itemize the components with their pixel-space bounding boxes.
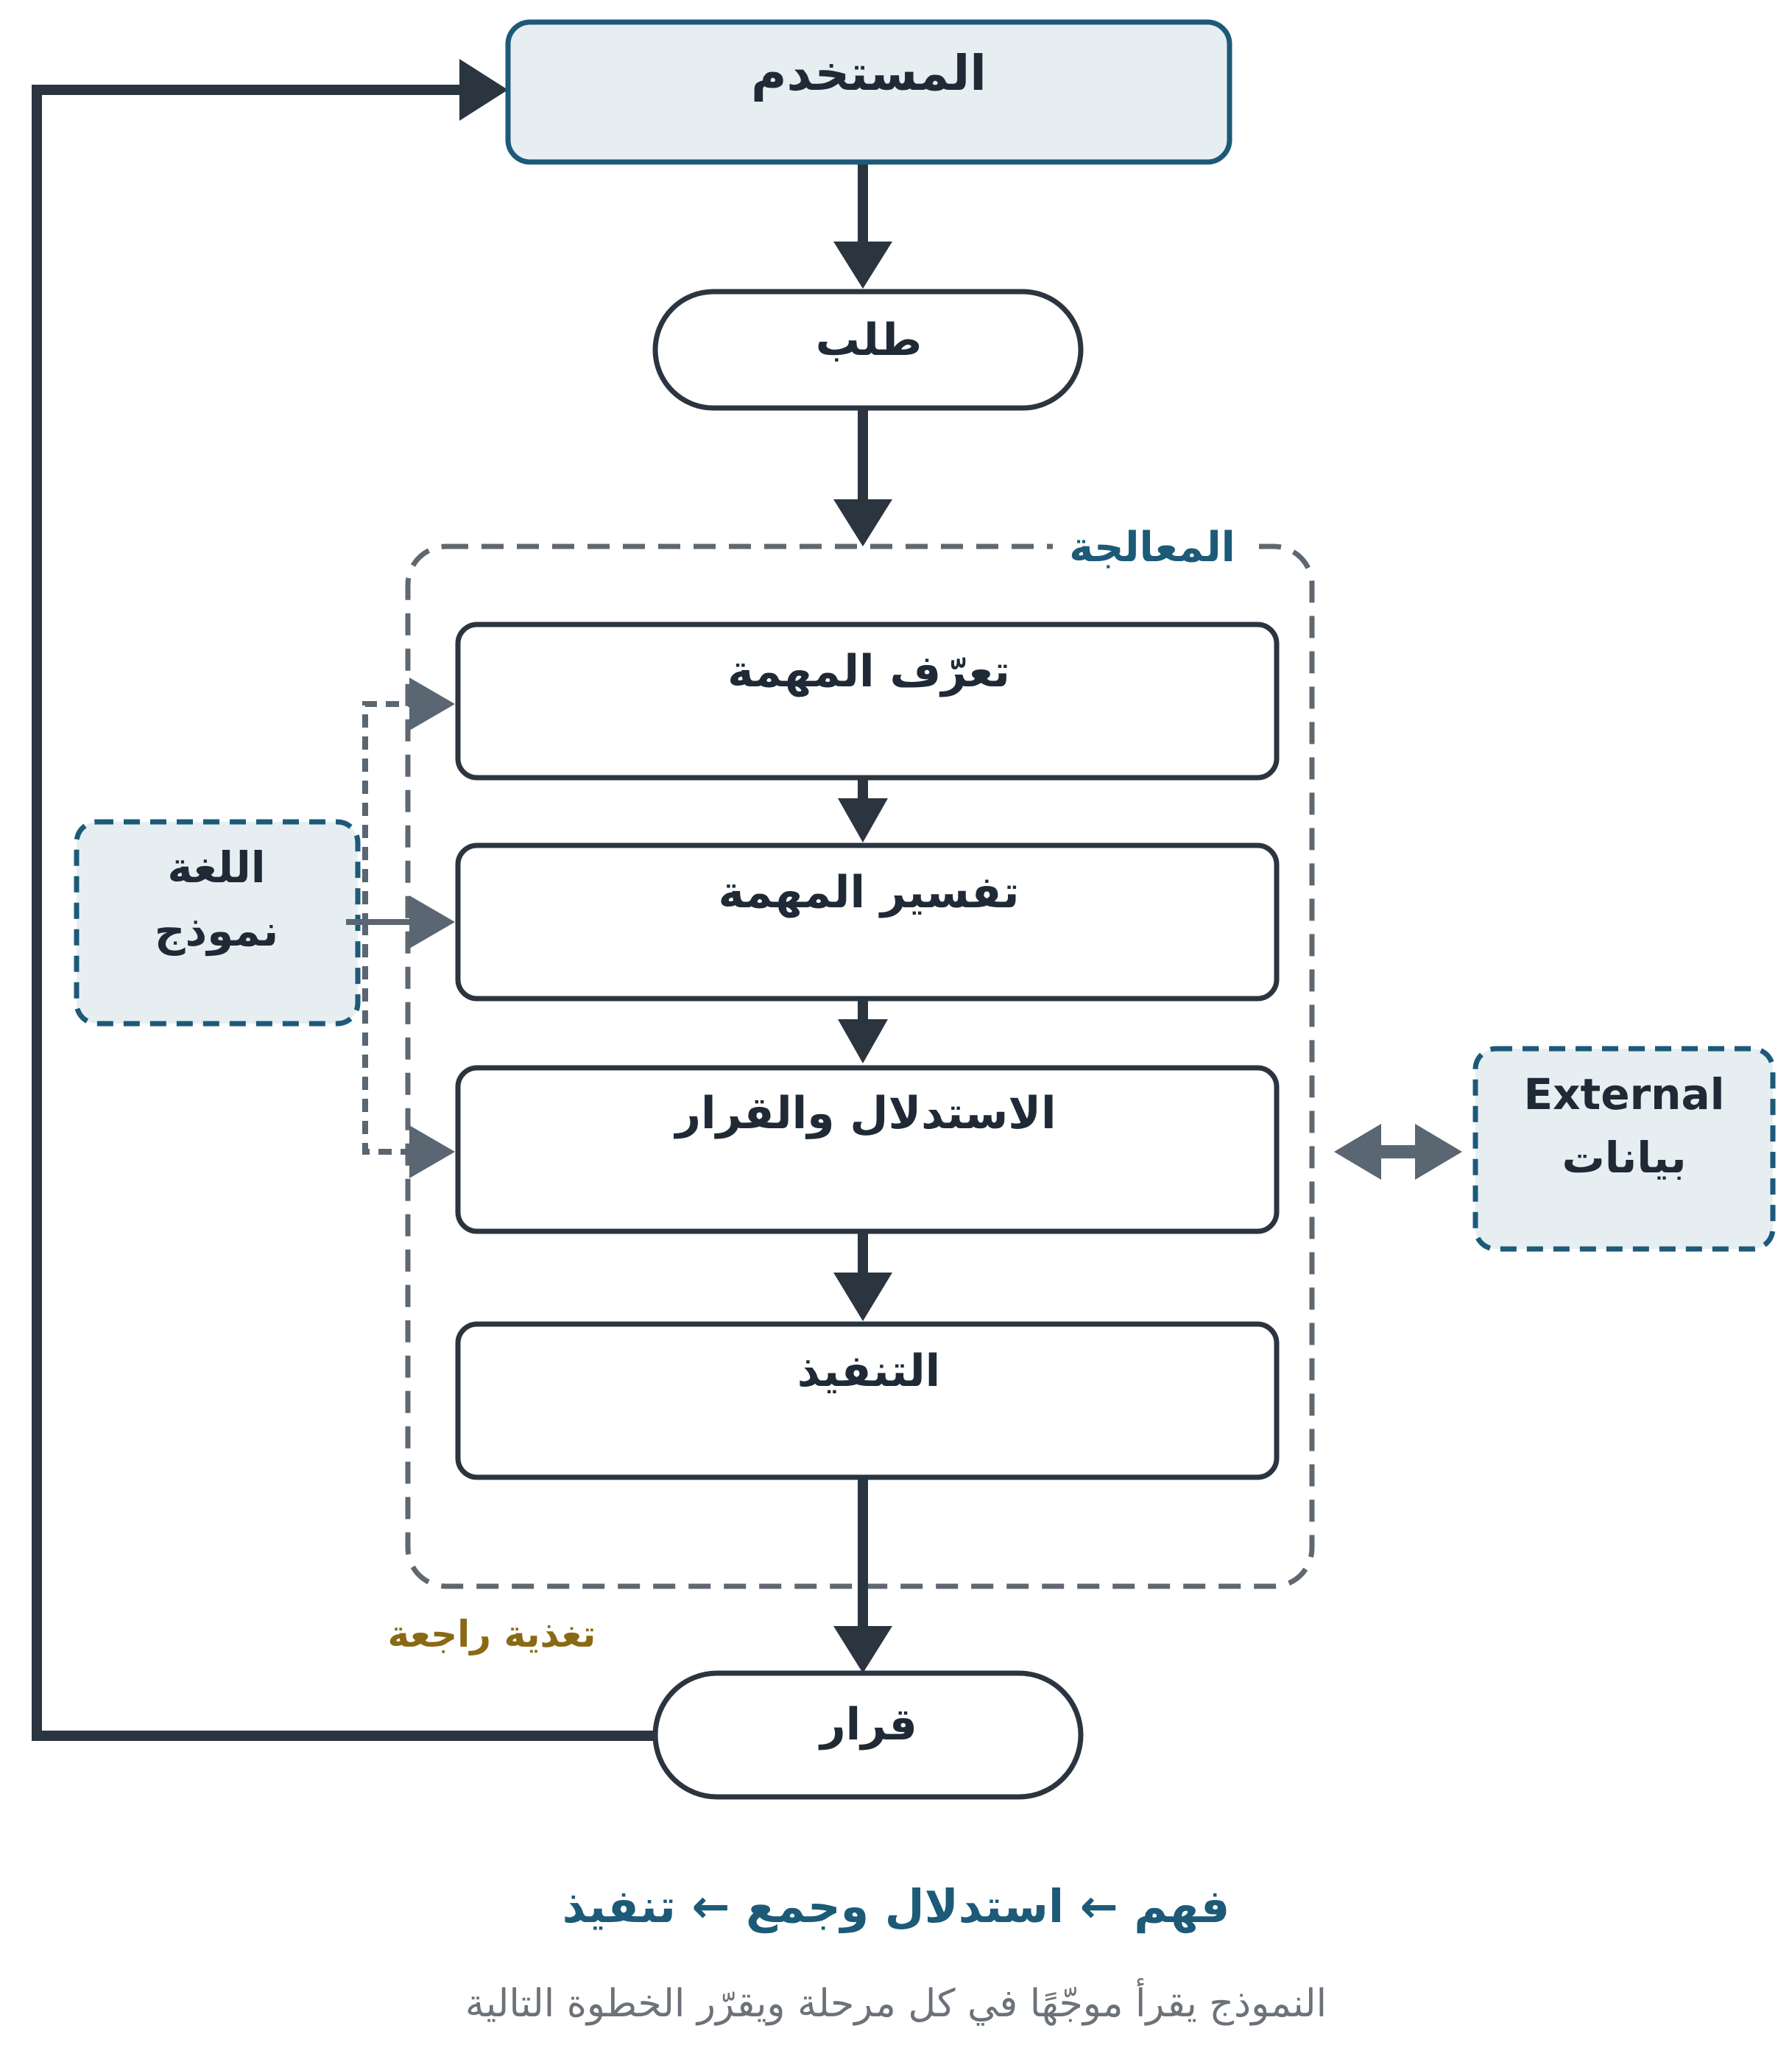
arrow-lm-to-reasoning [409, 1125, 455, 1178]
reasoning-decision-node: الاستدلال والقرار [455, 1065, 1280, 1234]
execution-label: التنفيذ [797, 1345, 940, 1397]
arrow-request-to-processing [833, 409, 892, 546]
external-data-line1: External [1523, 1069, 1724, 1119]
task-interpretation-node: تفسير المهمة [455, 842, 1280, 1002]
task-recognition-label: تعرّف المهمة [727, 646, 1010, 697]
arrow-recognition-to-interpretation [838, 779, 888, 842]
external-data-line2: بيانات [1562, 1133, 1686, 1183]
language-model-connectors [346, 701, 414, 1155]
arrow-interpretation-to-reasoning [838, 1000, 888, 1063]
user-label: المستخدم [751, 45, 987, 102]
language-model-line1: اللغة [167, 842, 265, 893]
diagram-subcaption: النموذج يقرأ موجّهًا في كل مرحلة ويقرّر … [465, 1978, 1327, 2026]
task-recognition-node: تعرّف المهمة [455, 622, 1280, 781]
decision-label: قرار [818, 1699, 917, 1750]
execution-node: التنفيذ [455, 1321, 1280, 1480]
feedback-loop-arrow [32, 59, 655, 1741]
processing-group-label: المعالجة [1069, 524, 1235, 571]
feedback-label: تغذية راجعة [388, 1613, 596, 1655]
diagram-caption: فهم ← استدلال وجمع ← تنفيذ [562, 1879, 1230, 1933]
task-interpretation-label: تفسير المهمة [718, 867, 1019, 918]
reasoning-decision-label: الاستدلال والقرار [673, 1088, 1056, 1139]
decision-node: قرار [652, 1670, 1084, 1800]
arrow-reasoning-to-execution [833, 1233, 892, 1321]
arrow-lm-to-interpretation [409, 895, 455, 949]
user-node: المستخدم [505, 19, 1232, 165]
language-model-line2: نموذج [155, 906, 279, 957]
arrow-lm-to-recognition [409, 678, 455, 731]
external-data-arrow [1334, 1124, 1462, 1180]
arrow-user-to-request [833, 163, 892, 289]
language-model-node: اللغة نموذج [74, 819, 361, 1027]
arrow-execution-to-decision [833, 1479, 892, 1673]
external-data-node: External بيانات [1472, 1046, 1776, 1252]
request-label: طلب [816, 314, 923, 366]
request-node: طلب [652, 289, 1084, 411]
